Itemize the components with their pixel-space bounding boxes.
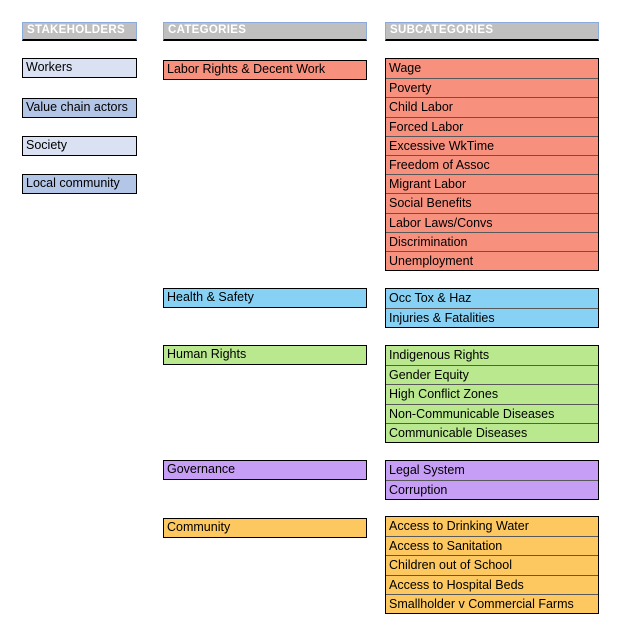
subcategory-row-social-benefits: Social Benefits — [386, 193, 598, 212]
subcategory-row-unemployment: Unemployment — [386, 250, 598, 270]
stakeholder-box-society: Society — [22, 136, 137, 156]
subcategory-row-indigenous-rights: Indigenous Rights — [389, 348, 490, 362]
category-box-health-safety: Health & Safety — [163, 288, 367, 308]
subcategory-row-occ-tox-haz: Occ Tox & Haz — [389, 291, 472, 305]
subcategory-row-communicable-diseases: Communicable Diseases — [386, 422, 598, 442]
category-box-governance: Governance — [163, 460, 367, 480]
subcategory-row-labor-laws-convs: Labor Laws/Convs — [386, 212, 598, 232]
stakeholder-box-local-community: Local community — [22, 174, 137, 194]
subcategory-row-non-communicable-diseases: Non-Communicable Diseases — [386, 403, 598, 423]
subcategory-row-legal-system: Legal System — [389, 463, 465, 477]
stakeholder-box-value-chain-actors: Value chain actors — [22, 98, 137, 118]
subcategory-row-high-conflict-zones: High Conflict Zones — [386, 384, 598, 403]
subcategory-row-injuries-fatalities: Injuries & Fatalities — [386, 308, 598, 327]
stakeholders-header: STAKEHOLDERS — [22, 22, 137, 41]
categories-header: CATEGORIES — [163, 22, 367, 41]
subcategory-row-children-out-of-school: Children out of School — [386, 555, 598, 574]
subcategory-row-forced-labor: Forced Labor — [386, 116, 598, 136]
subcategory-row-access-to-drinking-water: Access to Drinking Water — [389, 519, 529, 533]
subcategory-row-excessive-wktime: Excessive WkTime — [386, 135, 598, 155]
subcategories-header: SUBCATEGORIES — [385, 22, 599, 41]
subcategory-row-gender-equity: Gender Equity — [386, 365, 598, 384]
category-box-labor-rights-decent-work: Labor Rights & Decent Work — [163, 60, 367, 80]
subcategory-row-freedom-of-assoc: Freedom of Assoc — [386, 154, 598, 174]
stakeholder-box-workers: Workers — [22, 58, 137, 78]
subcategory-row-discrimination: Discrimination — [386, 231, 598, 251]
subcategory-row-child-labor: Child Labor — [386, 97, 598, 116]
category-box-community: Community — [163, 518, 367, 538]
subcategory-row-wage: Wage — [389, 61, 422, 75]
subcategory-row-migrant-labor: Migrant Labor — [386, 174, 598, 193]
subcategory-row-access-to-hospital-beds: Access to Hospital Beds — [386, 574, 598, 594]
subcategory-row-poverty: Poverty — [386, 78, 598, 97]
subcategory-row-access-to-sanitation: Access to Sanitation — [386, 536, 598, 555]
category-box-human-rights: Human Rights — [163, 345, 367, 365]
subcategory-row-smallholder-v-commercial-farms: Smallholder v Commercial Farms — [386, 593, 598, 613]
subcategory-row-corruption: Corruption — [386, 480, 598, 499]
